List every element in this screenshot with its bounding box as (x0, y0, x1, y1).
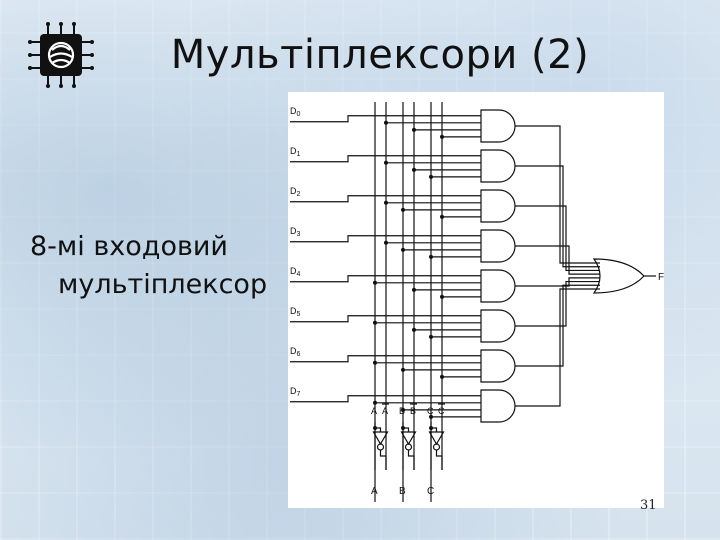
output-label-f: F (658, 272, 664, 283)
junction-dot-4-1 (412, 287, 416, 292)
and-output-wire-3 (515, 245, 600, 275)
inverter-out-wire-2 (435, 450, 443, 470)
select-top-label-1: A (382, 406, 388, 416)
junction-dot-1-2 (429, 174, 433, 179)
junction-dot-6-0 (373, 360, 377, 365)
junction-dot-4-0 (373, 280, 377, 285)
inverter-junction-1 (401, 426, 405, 430)
junction-dot-5-0 (373, 320, 377, 325)
and-gate-6 (480, 349, 516, 383)
inverter-out-wire-1 (407, 450, 415, 470)
or-gate (592, 258, 645, 294)
junction-dot-4-2 (440, 294, 444, 299)
inverter-out-wire-0 (379, 450, 387, 470)
and-output-wire-5 (515, 280, 600, 327)
junction-dot-7-1 (401, 407, 405, 412)
inverter-junction-0 (373, 426, 377, 430)
junction-dot-2-2 (440, 214, 444, 219)
and-output-wire-2 (515, 205, 600, 272)
junction-dot-5-1 (412, 327, 416, 332)
data-input-label-6: D6 (290, 346, 301, 358)
junction-dot-6-1 (401, 367, 405, 372)
caption-line-1: 8-мі входовий (30, 231, 228, 262)
chip-logo-icon (28, 22, 94, 88)
select-top-label-4: C (427, 406, 434, 416)
and-gate-4 (480, 269, 516, 303)
select-top-label-0: A (371, 406, 377, 416)
junction-dot-2-0 (384, 200, 388, 205)
data-input-label-2: D2 (290, 186, 301, 198)
select-top-label-2: B (399, 406, 405, 416)
select-bottom-label-2: C (427, 486, 434, 497)
data-input-label-1: D1 (290, 146, 301, 158)
and-gate-3 (480, 229, 516, 263)
select-top-label-5: C (438, 406, 445, 416)
and-gate-2 (480, 189, 516, 223)
select-bottom-label-0: A (371, 486, 378, 497)
data-input-wire-3 (290, 235, 481, 243)
select-top-label-3: B (410, 406, 416, 416)
caption-line-2: мультіплексор (58, 269, 268, 300)
data-input-wire-4 (290, 275, 481, 283)
and-output-wire-6 (515, 284, 600, 367)
page-number: 31 (640, 498, 657, 513)
data-input-label-7: D7 (290, 386, 301, 398)
data-input-wire-5 (290, 315, 481, 323)
and-gate-1 (480, 149, 516, 183)
junction-dot-0-0 (384, 120, 388, 125)
data-input-wire-6 (290, 355, 481, 363)
and-output-wire-7 (515, 288, 600, 407)
select-bottom-label-1: B (399, 486, 406, 497)
data-input-wire-7 (290, 395, 481, 403)
and-gate-5 (480, 309, 516, 343)
junction-dot-1-0 (384, 160, 388, 165)
and-gate-0 (480, 109, 516, 143)
data-input-wire-2 (290, 195, 481, 203)
junction-dot-0-1 (412, 127, 416, 132)
junction-dot-3-2 (429, 254, 433, 259)
inverter-0 (372, 431, 389, 446)
junction-dot-1-1 (412, 167, 416, 172)
data-input-label-5: D5 (290, 306, 301, 318)
junction-dot-7-2 (429, 414, 433, 419)
junction-dot-2-1 (401, 207, 405, 212)
slide-title: Мультіплексори (2) (170, 32, 590, 78)
junction-dot-3-1 (401, 247, 405, 252)
data-input-label-0: D0 (290, 106, 301, 118)
junction-dot-7-0 (373, 400, 377, 405)
junction-dot-5-2 (429, 334, 433, 339)
slide-caption: 8-мі входовий мультіплексор (30, 228, 290, 304)
and-gate-7 (480, 389, 516, 423)
inverter-2 (428, 431, 445, 446)
junction-dot-0-2 (440, 134, 444, 139)
data-input-label-3: D3 (290, 226, 301, 238)
and-output-wire-0 (515, 125, 600, 264)
and-output-wire-1 (515, 165, 600, 268)
junction-dot-6-2 (440, 374, 444, 379)
data-input-wire-1 (290, 155, 481, 163)
inverter-junction-2 (429, 426, 433, 430)
inverter-1 (400, 431, 417, 446)
data-input-wire-0 (290, 115, 481, 123)
junction-dot-3-0 (384, 240, 388, 245)
data-input-label-4: D4 (290, 266, 301, 278)
